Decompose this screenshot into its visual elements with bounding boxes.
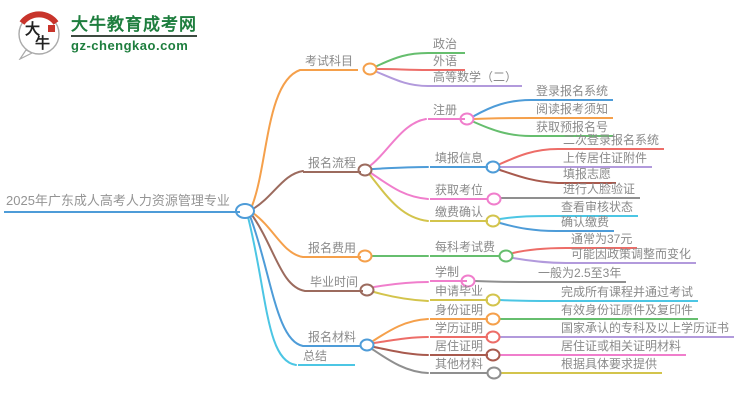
node-identity-proof[interactable]: 身份证明 [430, 303, 489, 320]
edge-identity-proof [372, 318, 429, 342]
edge-get-exam-seat [370, 172, 429, 200]
edge-check-review-status [499, 215, 557, 220]
edge-payment-confirm [369, 174, 429, 222]
logo-text-block: 大牛教育成考网 gz-chengkao.com [71, 15, 197, 53]
node-per-subject-fee[interactable]: 每科考试费 [430, 240, 501, 257]
node-registration-fee[interactable]: 报名费用 [303, 241, 362, 258]
daniu-logo-icon: 大 牛 [18, 11, 60, 60]
node-payment-confirm[interactable]: 缴费确认 [430, 205, 489, 222]
fill-info-collapse-circle[interactable] [485, 160, 501, 174]
apply-graduation-collapse-circle[interactable] [485, 293, 501, 307]
node-fill-preferences[interactable]: 填报志愿 [558, 167, 617, 184]
node-get-exam-seat[interactable]: 获取考位 [430, 183, 489, 200]
registration-process-collapse-circle[interactable] [357, 163, 373, 177]
svg-text:牛: 牛 [35, 34, 50, 52]
node-policy-change[interactable]: 可能因政策调整而变化 [566, 247, 697, 264]
node-registration-materials[interactable]: 报名材料 [303, 330, 362, 347]
node-second-login[interactable]: 二次登录报名系统 [558, 133, 665, 150]
node-get-prereg-number[interactable]: 获取预报名号 [531, 120, 614, 137]
edge-read-notice [473, 117, 532, 120]
edge-usually-37-yuan [512, 247, 567, 254]
node-residence-permit-materials[interactable]: 居住证或相关证明材料 [556, 339, 687, 356]
node-register[interactable]: 注册 [428, 103, 466, 120]
edge-root-registration-process [252, 170, 304, 210]
edge-login-system [473, 99, 532, 117]
get-exam-seat-collapse-circle[interactable] [486, 192, 502, 206]
edge-get-prereg-number [473, 121, 532, 137]
identity-proof-collapse-circle[interactable] [485, 312, 501, 326]
node-graduation-time[interactable]: 毕业时间 [305, 275, 364, 292]
edge-second-login [499, 148, 559, 165]
edge-complete-courses [499, 299, 557, 302]
edge-duration-years [474, 280, 534, 283]
node-duration-years[interactable]: 一般为2.5至3年 [533, 266, 627, 283]
edge-education-proof [373, 336, 429, 344]
edge-foreign-language [376, 68, 429, 71]
edge-root-summary [247, 216, 297, 366]
node-per-requirements[interactable]: 根据具体要求提供 [556, 357, 663, 374]
node-read-notice[interactable]: 阅读报考须知 [531, 102, 614, 119]
node-login-system[interactable]: 登录报名系统 [531, 84, 614, 101]
node-root[interactable]: 2025年广东成人高考人力资源管理专业 [4, 193, 240, 213]
edge-policy-change [512, 257, 567, 264]
node-check-review-status[interactable]: 查看审核状态 [556, 200, 639, 217]
node-usually-37-yuan[interactable]: 通常为37元 [566, 232, 638, 249]
node-id-card-copy[interactable]: 有效身份证原件及复印件 [556, 303, 699, 320]
node-complete-courses[interactable]: 完成所有课程并通过考试 [556, 285, 699, 302]
logo-brand-name: 大牛教育成考网 [71, 15, 197, 34]
edge-root-registration-materials [249, 215, 304, 347]
node-study-duration[interactable]: 学制 [430, 265, 468, 282]
registration-materials-collapse-circle[interactable] [359, 338, 375, 352]
per-subject-fee-collapse-circle[interactable] [498, 249, 514, 263]
node-politics[interactable]: 政治 [428, 37, 466, 54]
logo-domain: gz-chengkao.com [71, 35, 197, 53]
education-proof-collapse-circle[interactable] [485, 330, 501, 344]
edges-group [247, 52, 567, 374]
node-education-proof[interactable]: 学历证明 [430, 321, 489, 338]
node-advanced-math[interactable]: 高等数学（二） [428, 70, 523, 87]
node-recognized-diploma[interactable]: 国家承认的专科及以上学历证书 [556, 321, 735, 338]
node-residence-proof[interactable]: 居住证明 [430, 339, 489, 356]
edge-root-exam-subjects [251, 69, 301, 207]
svg-text:大: 大 [25, 20, 40, 38]
other-materials-collapse-circle[interactable] [486, 366, 502, 380]
node-other-materials[interactable]: 其他材料 [430, 357, 489, 374]
node-apply-graduation[interactable]: 申请毕业 [430, 284, 489, 301]
site-logo: 大 牛 大牛教育成考网 gz-chengkao.com [14, 8, 197, 60]
edge-fill-preferences [499, 169, 559, 184]
edge-root-registration-fee [252, 212, 304, 258]
edge-fill-info [371, 166, 429, 170]
edge-register [370, 118, 427, 166]
edge-other-materials [371, 348, 429, 374]
node-registration-process[interactable]: 报名流程 [303, 156, 362, 173]
edge-root-graduation-time [251, 214, 306, 292]
edge-advanced-math [376, 71, 429, 87]
node-exam-subjects[interactable]: 考试科目 [300, 54, 359, 71]
node-foreign-language[interactable]: 外语 [428, 54, 466, 71]
exam-subjects-collapse-circle[interactable] [362, 62, 378, 76]
payment-confirm-collapse-circle[interactable] [485, 214, 501, 228]
edge-study-duration [373, 281, 429, 288]
edge-apply-graduation [373, 291, 429, 302]
node-summary[interactable]: 总结 [298, 349, 356, 366]
node-upload-residence-permit[interactable]: 上传居住证附件 [558, 151, 653, 168]
edge-residence-proof [373, 346, 429, 356]
node-face-verification[interactable]: 进行人脸验证 [558, 182, 641, 199]
node-fill-info[interactable]: 填报信息 [430, 151, 489, 168]
node-confirm-payment[interactable]: 确认缴费 [556, 215, 615, 232]
edge-politics [376, 52, 429, 67]
edge-confirm-payment [499, 222, 557, 232]
residence-proof-collapse-circle[interactable] [485, 348, 501, 362]
